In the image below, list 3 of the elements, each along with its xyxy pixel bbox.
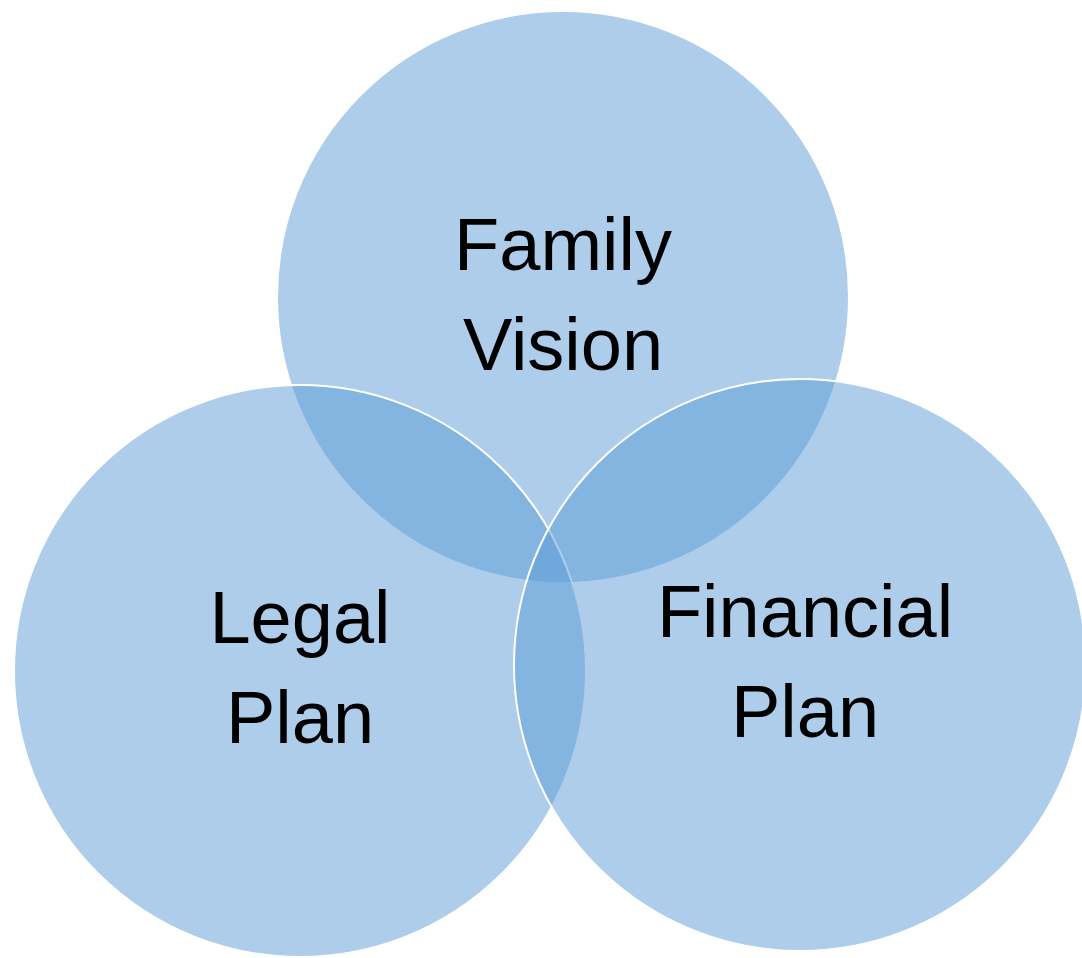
circle-label: Family Vision [453,202,673,388]
circle-label: Financial Plan [655,569,955,755]
circle-label: Legal Plan [208,575,392,761]
